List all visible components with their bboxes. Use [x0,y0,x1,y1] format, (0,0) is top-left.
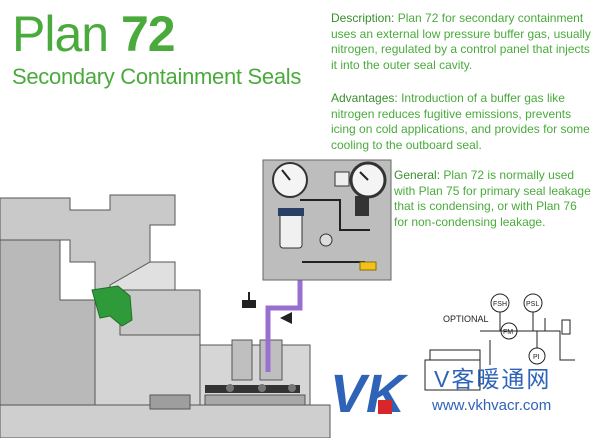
plan-title: Plan 72 [12,6,176,62]
pi-label: PI [533,354,540,361]
watermark-logo: VK [330,364,409,424]
buffer-gas-line [265,270,303,372]
instrument-schematic: OPTIONAL FSH PSL FM PI [424,293,575,391]
watermark-url: www.vkhvacr.com [432,397,552,414]
fsh-label: FSH [493,301,507,308]
optional-label: OPTIONAL [443,314,489,324]
seal-rings [205,384,300,393]
advantages-paragraph: Advantages: Introduction of a buffer gas… [331,91,593,153]
watermark-logo-text: VK [330,364,409,424]
general-text: Plan 72 is normally used with Plan 75 fo… [394,168,591,229]
fm-label: FM [503,329,513,336]
advantages-text: Introduction of a buffer gas like nitrog… [331,91,590,152]
seal-gland [0,339,331,438]
isolation-valve [242,292,256,308]
control-panel [262,159,392,281]
plan-title-prefix: Plan [12,6,109,62]
watermark-cn-text: V客暖通网 [434,366,552,392]
general-heading: General: [394,168,441,182]
advantages-heading: Advantages: [331,91,398,105]
plan-number: 72 [120,6,176,62]
watermark-logo-square [378,400,392,414]
psl-label: PSL [526,301,539,308]
flow-arrow-icon [280,312,292,324]
general-paragraph: General: Plan 72 is normally used with P… [394,168,594,230]
primary-seal [91,285,133,327]
description-paragraph: Description: Plan 72 for secondary conta… [331,11,593,73]
description-heading: Description: [331,11,395,25]
plan-subtitle: Secondary Containment Seals [12,64,302,89]
description-text: Plan 72 for secondary containment uses a… [331,11,591,72]
